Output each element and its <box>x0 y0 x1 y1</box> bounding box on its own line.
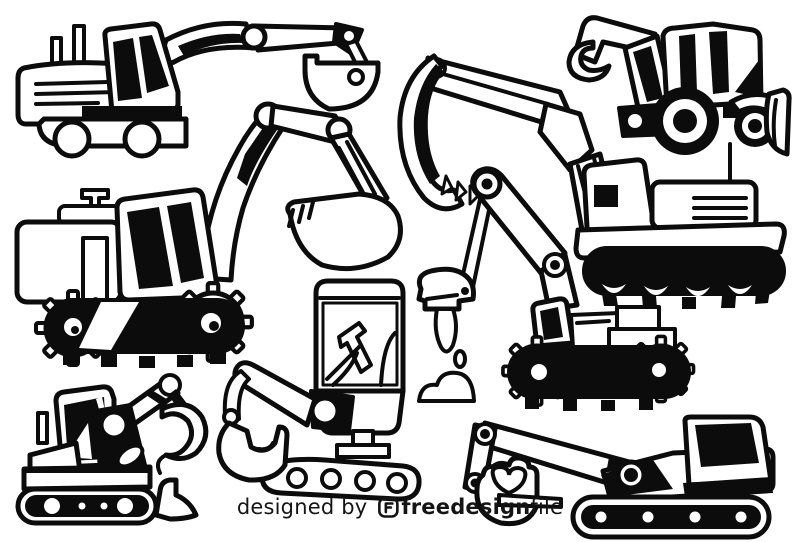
gear-track-track <box>501 334 696 411</box>
gear-track-arm <box>459 166 580 312</box>
tracked-excavator-illustration <box>14 101 403 368</box>
wheeled-excavator-boom <box>155 20 372 74</box>
boom-excavator-track <box>582 246 786 309</box>
tracked-excavator-track <box>34 283 252 368</box>
wheeled-excavator-wheels <box>36 116 189 159</box>
brand-free: free <box>401 495 451 519</box>
mini-excavator-illustration <box>216 278 422 502</box>
tracked-excavator-bucket <box>285 191 403 272</box>
compact-dozer-track <box>15 464 159 526</box>
compact-dozer-illustration <box>15 373 209 526</box>
backhoe-loader-cab <box>660 21 764 118</box>
mini-excavator-bucket <box>216 420 290 483</box>
gear-track-body <box>530 296 677 351</box>
brand-file: file <box>530 495 564 519</box>
long-reach-excavator-illustration <box>462 414 776 540</box>
caption-prefix: designed by <box>236 495 368 519</box>
long-reach-track <box>497 493 772 540</box>
wheeled-excavator-bucket <box>302 53 381 112</box>
boom-excavator-bucket <box>397 53 482 212</box>
backhoe-loader-blade <box>763 87 792 157</box>
backhoe-loader-illustration <box>566 15 792 157</box>
wheeled-excavator-body <box>15 21 182 127</box>
brand-design: design <box>450 495 531 519</box>
compact-dozer-blade <box>153 477 199 522</box>
mini-excavator-cab <box>313 278 406 394</box>
gear-track-excavator-illustration <box>416 166 696 411</box>
mini-excavator-boom <box>222 360 355 433</box>
compact-dozer-cab <box>27 384 148 476</box>
compact-dozer-bucket <box>156 402 209 475</box>
long-reach-body <box>600 414 776 504</box>
freedesignfile-logo-icon <box>377 496 399 518</box>
tracked-excavator-boom <box>198 101 390 283</box>
gear-track-bucket-dirt <box>416 266 476 403</box>
boom-excavator-illustration <box>397 53 787 309</box>
wheeled-excavator-illustration <box>15 20 381 159</box>
